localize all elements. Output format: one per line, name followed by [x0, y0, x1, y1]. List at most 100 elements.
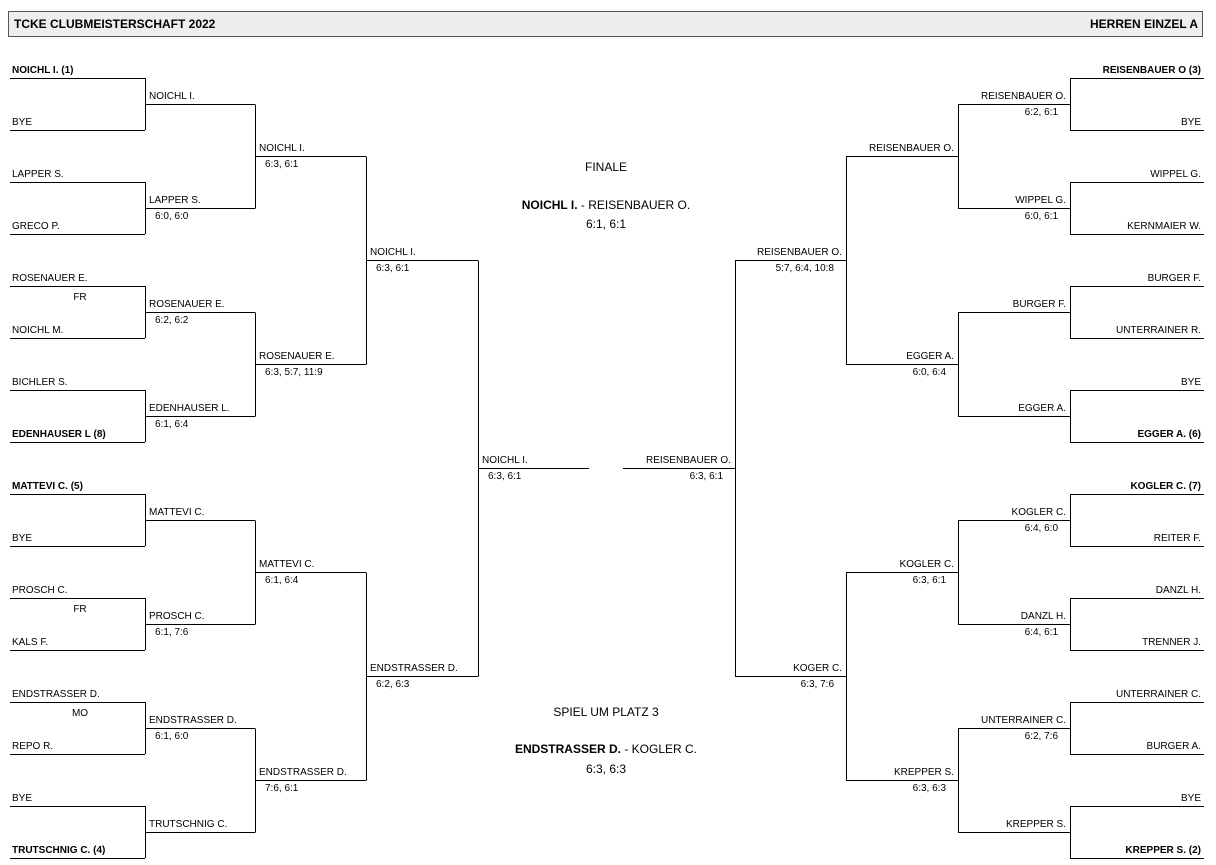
- score-right: 6:0, 6:1: [1024, 210, 1058, 222]
- score-left: 6:2, 6:2: [155, 314, 189, 326]
- finale-label: FINALE: [584, 160, 627, 174]
- winner-right: EGGER A.: [1018, 402, 1066, 414]
- winner-right: KOGLER C.: [1011, 506, 1066, 518]
- entry-right: WIPPEL G.: [1150, 169, 1201, 180]
- entry-left: BYE: [12, 793, 33, 804]
- winner-left: ENDSTRASSER D.: [259, 766, 347, 778]
- entry-right: KERNMAIER W.: [1127, 221, 1201, 232]
- winner-right: REISENBAUER O.: [645, 454, 731, 466]
- winner-left: TRUTSCHNIG C.: [149, 818, 228, 830]
- entry-right: BYE: [1180, 793, 1201, 804]
- entry-left: BICHLER S.: [12, 377, 68, 388]
- score-right: 6:3, 6:1: [689, 470, 723, 482]
- entry-right: REITER F.: [1153, 533, 1201, 544]
- entry-left: MATTEVI C. (5): [12, 481, 83, 492]
- winner-right: REISENBAUER O.: [868, 142, 954, 154]
- entry-left: ENDSTRASSER D.: [12, 689, 100, 700]
- winner-right: KREPPER S.: [1005, 818, 1066, 830]
- finale-match: NOICHL I. - REISENBAUER O.: [456, 198, 756, 213]
- entry-left: EDENHAUSER L (8): [12, 429, 106, 440]
- entry-left: REPO R.: [12, 741, 54, 752]
- winner-left: ENDSTRASSER D.: [149, 714, 237, 726]
- finale-winner: NOICHL I.: [521, 198, 578, 212]
- winner-right: BURGER F.: [1012, 298, 1066, 310]
- entry-left: TRUTSCHNIG C. (4): [12, 845, 106, 856]
- winner-left: NOICHL I.: [482, 454, 528, 466]
- entry-right: BYE: [1180, 377, 1201, 388]
- third-place-score: 6:3, 6:3: [585, 762, 627, 776]
- winner-right: KOGER C.: [793, 662, 842, 674]
- score-left: 6:3, 6:1: [376, 262, 410, 274]
- winner-left: NOICHL I.: [149, 90, 195, 102]
- entry-left: NOICHL M.: [12, 325, 64, 336]
- score-right: 6:4, 6:1: [1024, 626, 1058, 638]
- score-left: 6:2, 6:3: [376, 678, 410, 690]
- winner-left: ROSENAUER E.: [149, 298, 225, 310]
- entry-left: BYE: [12, 117, 33, 128]
- score-right: 6:2, 7:6: [1024, 730, 1058, 742]
- finale-loser: REISENBAUER O.: [588, 198, 691, 212]
- score-right: 6:2, 6:1: [1024, 106, 1058, 118]
- score-left: 6:1, 7:6: [155, 626, 189, 638]
- winner-right: DANZL H.: [1020, 610, 1066, 622]
- winner-right: EGGER A.: [906, 350, 954, 362]
- category-title: HERREN EINZEL A: [1089, 17, 1198, 31]
- third-place-loser: KOGLER C.: [631, 742, 698, 756]
- winner-right: KREPPER S.: [893, 766, 954, 778]
- entry-left: NOICHL I. (1): [12, 65, 74, 76]
- winner-right: REISENBAUER O.: [980, 90, 1066, 102]
- winner-left: PROSCH C.: [149, 610, 205, 622]
- finale-separator: -: [577, 198, 589, 212]
- score-left: 6:3, 6:1: [265, 158, 299, 170]
- entry-left: BYE: [12, 533, 33, 544]
- winner-left: NOICHL I.: [259, 142, 305, 154]
- score-left: 6:1, 6:0: [155, 730, 189, 742]
- score-left: 6:1, 6:4: [265, 574, 299, 586]
- winner-left: MATTEVI C.: [149, 506, 205, 518]
- winner-left: MATTEVI C.: [259, 558, 315, 570]
- finale-score: 6:1, 6:1: [585, 217, 627, 231]
- winner-right: REISENBAUER O.: [756, 246, 842, 258]
- score-right: 6:3, 6:3: [912, 782, 946, 794]
- score-left: 6:3, 6:1: [488, 470, 522, 482]
- entry-right: KOGLER C. (7): [1130, 481, 1201, 492]
- entry-left: GRECO P.: [12, 221, 60, 232]
- entry-right: BURGER F.: [1147, 273, 1201, 284]
- winner-right: KOGLER C.: [899, 558, 954, 570]
- third-place-label: SPIEL UM PLATZ 3: [553, 705, 659, 719]
- note-left: FR: [73, 292, 87, 303]
- winner-right: UNTERRAINER C.: [980, 714, 1066, 726]
- winner-left: EDENHAUSER L.: [149, 402, 230, 414]
- entry-right: DANZL H.: [1155, 585, 1201, 596]
- score-left: 7:6, 6:1: [265, 782, 299, 794]
- entry-right: KREPPER S. (2): [1125, 845, 1201, 856]
- entry-left: KALS F.: [12, 637, 49, 648]
- note-left: FR: [73, 604, 87, 615]
- score-right: 6:3, 6:1: [912, 574, 946, 586]
- entry-right: EGGER A. (6): [1137, 429, 1201, 440]
- score-left: 6:3, 5:7, 11:9: [265, 366, 323, 378]
- note-left: MO: [71, 708, 89, 719]
- entry-right: UNTERRAINER C.: [1115, 689, 1201, 700]
- third-place-separator: -: [620, 742, 632, 756]
- score-right: 6:4, 6:0: [1024, 522, 1058, 534]
- header-bar: TCKE CLUBMEISTERSCHAFT 2022 HERREN EINZE…: [8, 11, 1203, 37]
- entry-left: LAPPER S.: [12, 169, 64, 180]
- entry-left: PROSCH C.: [12, 585, 68, 596]
- score-right: 6:3, 7:6: [800, 678, 834, 690]
- entry-left: ROSENAUER E.: [12, 273, 88, 284]
- third-place-match: ENDSTRASSER D. - KOGLER C.: [456, 742, 756, 757]
- winner-left: ENDSTRASSER D.: [370, 662, 458, 674]
- entry-right: BURGER A.: [1146, 741, 1201, 752]
- winner-right: WIPPEL G.: [1015, 194, 1066, 206]
- score-left: 6:1, 6:4: [155, 418, 189, 430]
- tournament-title: TCKE CLUBMEISTERSCHAFT 2022: [14, 17, 216, 31]
- entry-right: REISENBAUER O (3): [1102, 65, 1201, 76]
- entry-right: TRENNER J.: [1142, 637, 1201, 648]
- score-right: 5:7, 6:4, 10:8: [775, 262, 834, 274]
- entry-right: BYE: [1180, 117, 1201, 128]
- winner-left: NOICHL I.: [370, 246, 416, 258]
- winner-left: ROSENAUER E.: [259, 350, 335, 362]
